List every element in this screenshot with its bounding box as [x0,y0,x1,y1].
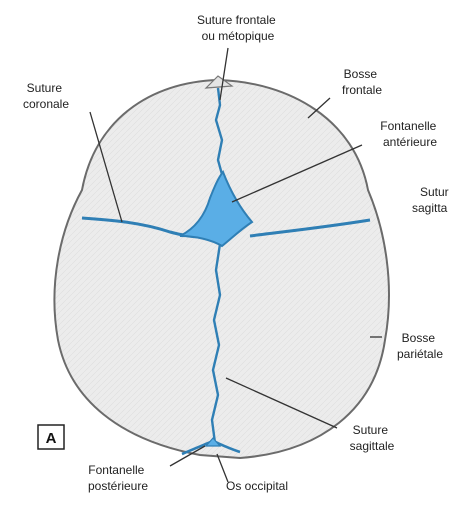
leader-os-occipital [217,454,228,482]
label-bosse-parietale: Bosse pariétale [397,331,443,361]
label-suture-sagittale-bottom: Suture sagittale [350,423,395,453]
label-bosse-frontale: Bosse frontale [342,67,382,97]
label-fontanelle-anterieure: Fontanelle antérieure [380,119,439,149]
label-os-occipital: Os occipital [226,479,288,493]
label-fontanelle-posterieure: Fontanelle postérieure [88,463,148,493]
label-suture-frontale: Suture frontale ou métopique [197,13,279,43]
figure-letter: A [46,430,57,447]
figure-letter-box: A [38,425,64,449]
label-suture-coronale: Suture coronale [23,81,69,111]
label-suture-sagittale-top: Sutur sagitta [412,185,452,215]
